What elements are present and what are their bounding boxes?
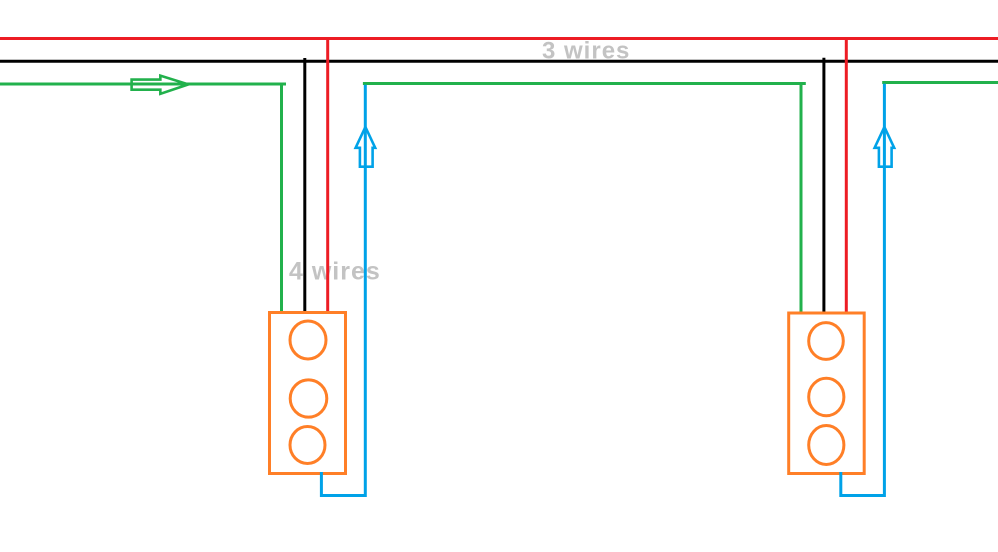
svg-text:4 wires: 4 wires xyxy=(289,258,381,286)
